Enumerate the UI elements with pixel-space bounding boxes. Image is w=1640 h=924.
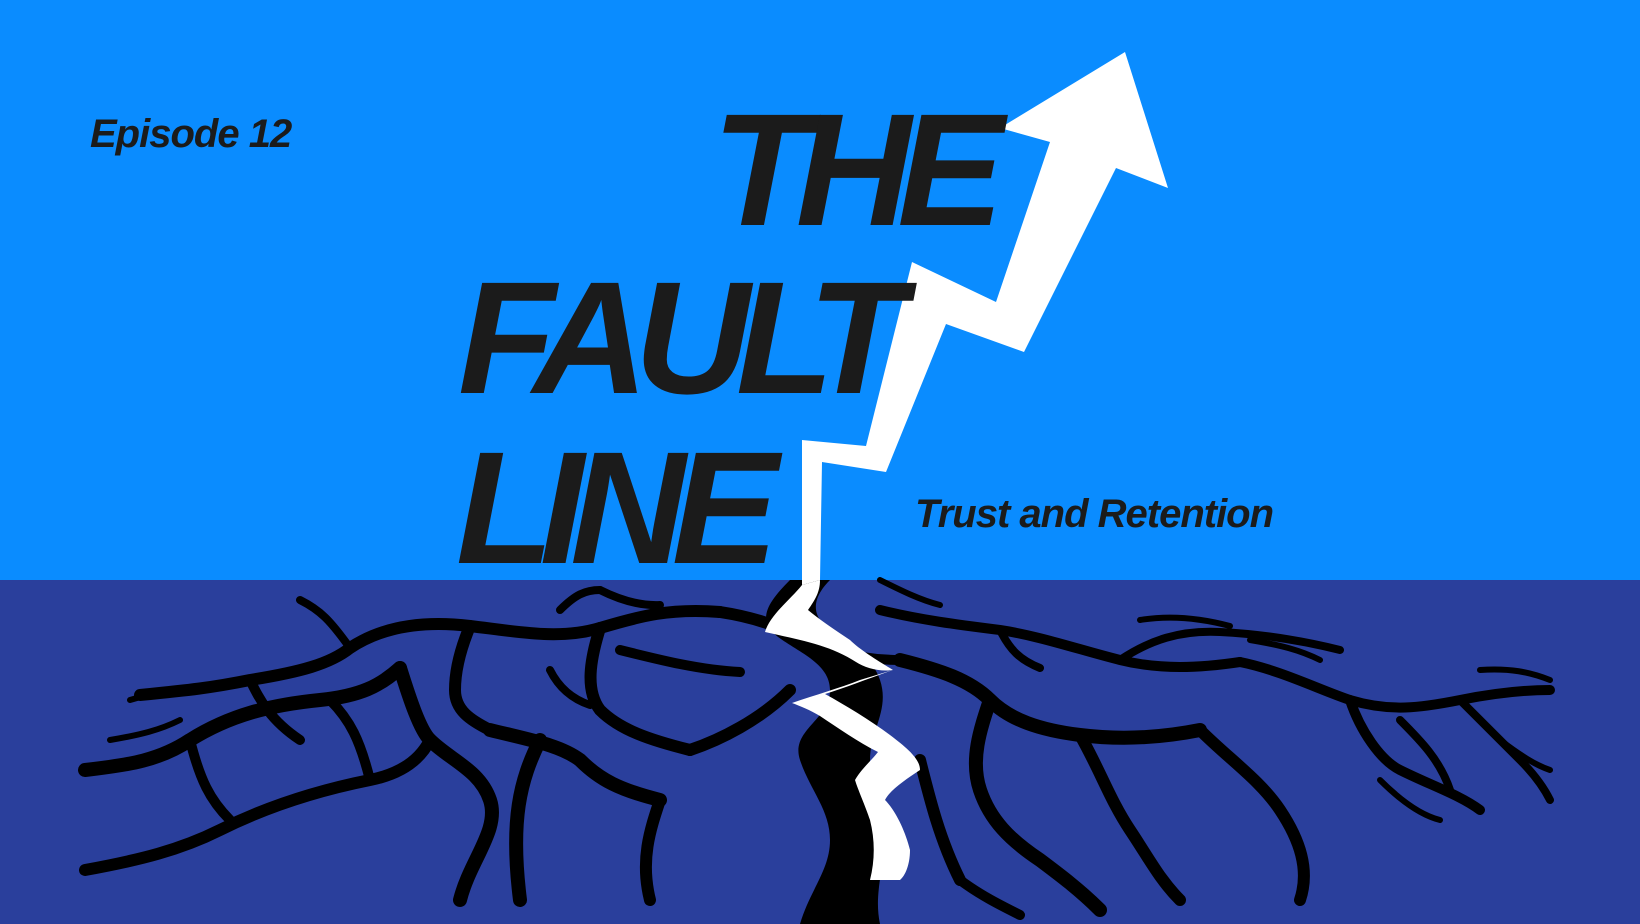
title-line-2: FAULT — [458, 248, 906, 427]
subtitle: Trust and Retention — [915, 492, 1274, 536]
rising-arrow-icon — [765, 52, 1168, 880]
main-fault-crack — [766, 580, 886, 924]
title-line-3: LINE — [456, 418, 778, 597]
title-line-1: THE — [712, 80, 1004, 259]
cracked-earth-icon — [78, 577, 1555, 920]
episode-label: Episode 12 — [90, 112, 292, 156]
